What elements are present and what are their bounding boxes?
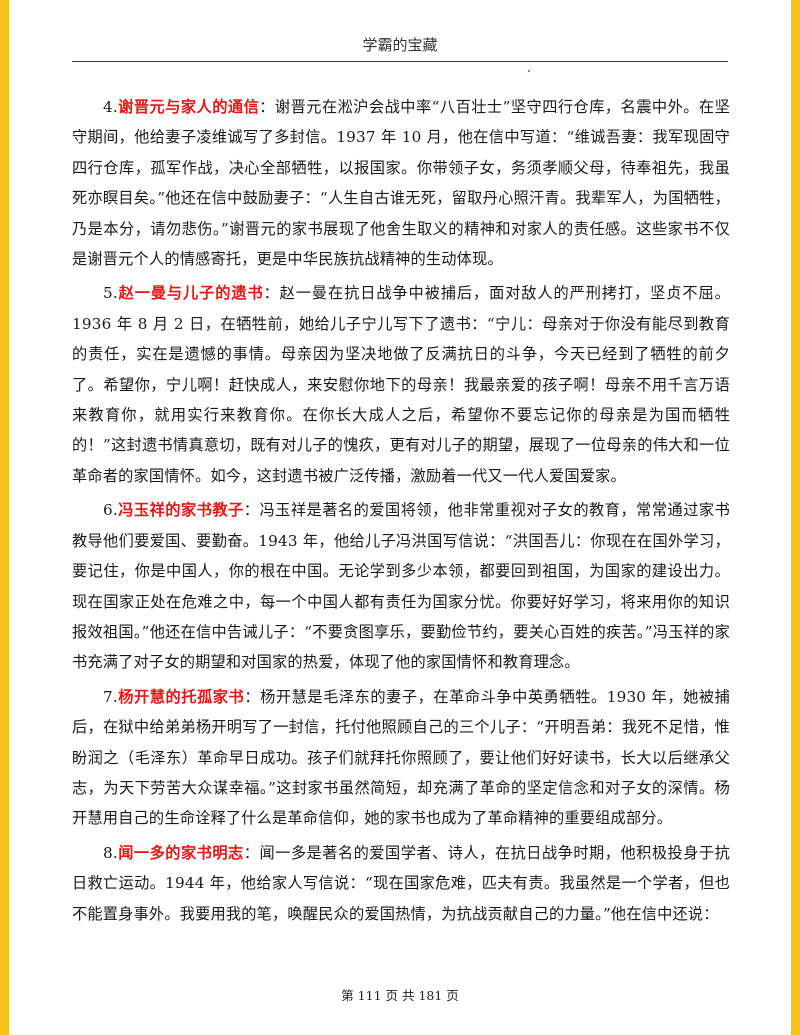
section-paragraph: 4.谢晋元与家人的通信：谢晋元在淞沪会战中率“八百壮士”坚守四行仓库，名震中外。… <box>72 92 730 274</box>
section-paragraph: 6.冯玉祥的家书教子：冯玉祥是著名的爱国将领，他非常重视对子女的教育，常常通过家… <box>72 495 730 677</box>
section-number: 6. <box>103 501 118 520</box>
section-heading: 杨开慧的托孤家书 <box>117 687 245 706</box>
section-heading: 闻一多的家书明志 <box>117 843 244 862</box>
header-divider <box>72 61 728 62</box>
header-dot-mark <box>528 70 530 72</box>
section-body: ：谢晋元在淞沪会战中率“八百壮士”坚守四行仓库，名震中外。在坚守期间，他给妻子凌… <box>72 98 730 269</box>
page-footer: 第 111 页 共 181 页 <box>341 988 459 1003</box>
section-number: 7. <box>103 687 118 706</box>
section-paragraph: 8.闻一多的家书明志：闻一多是著名的爱国学者、诗人，在抗日战争时期，他积极投身于… <box>72 838 730 929</box>
section-body: ：杨开慧是毛泽东的妻子，在革命斗争中英勇牺牲。1930 年，她被捕后，在狱中给弟… <box>72 687 730 828</box>
section-body: ：闻一多是著名的爱国学者、诗人，在抗日战争时期，他积极投身于抗日救亡运动。194… <box>72 843 730 923</box>
section-paragraph: 7.杨开慧的托孤家书：杨开慧是毛泽东的妻子，在革命斗争中英勇牺牲。1930 年，… <box>72 682 730 834</box>
section-body: ：赵一曼在抗日战争中被捕后，面对敌人的严刑拷打，坚贞不屈。1936 年 8 月 … <box>72 284 730 485</box>
document-body: 4.谢晋元与家人的通信：谢晋元在淞沪会战中率“八百壮士”坚守四行仓库，名震中外。… <box>72 92 730 933</box>
section-number: 5. <box>103 284 118 303</box>
section-paragraph: 5.赵一曼与儿子的遗书：赵一曼在抗日战争中被捕后，面对敌人的严刑拷打，坚贞不屈。… <box>72 278 730 491</box>
section-body: ：冯玉祥是著名的爱国将领，他非常重视对子女的教育，常常通过家书教导他们要爱国、要… <box>72 501 730 672</box>
section-number: 8. <box>103 843 118 862</box>
section-heading: 谢晋元与家人的通信 <box>117 98 260 116</box>
page-header-title: 学霸的宝藏 <box>362 36 438 54</box>
left-accent-bar <box>0 0 9 1035</box>
section-number: 4. <box>103 98 118 116</box>
section-heading: 冯玉祥的家书教子 <box>117 501 244 520</box>
section-heading: 赵一曼与儿子的遗书 <box>117 284 264 303</box>
right-accent-bar <box>791 0 800 1035</box>
